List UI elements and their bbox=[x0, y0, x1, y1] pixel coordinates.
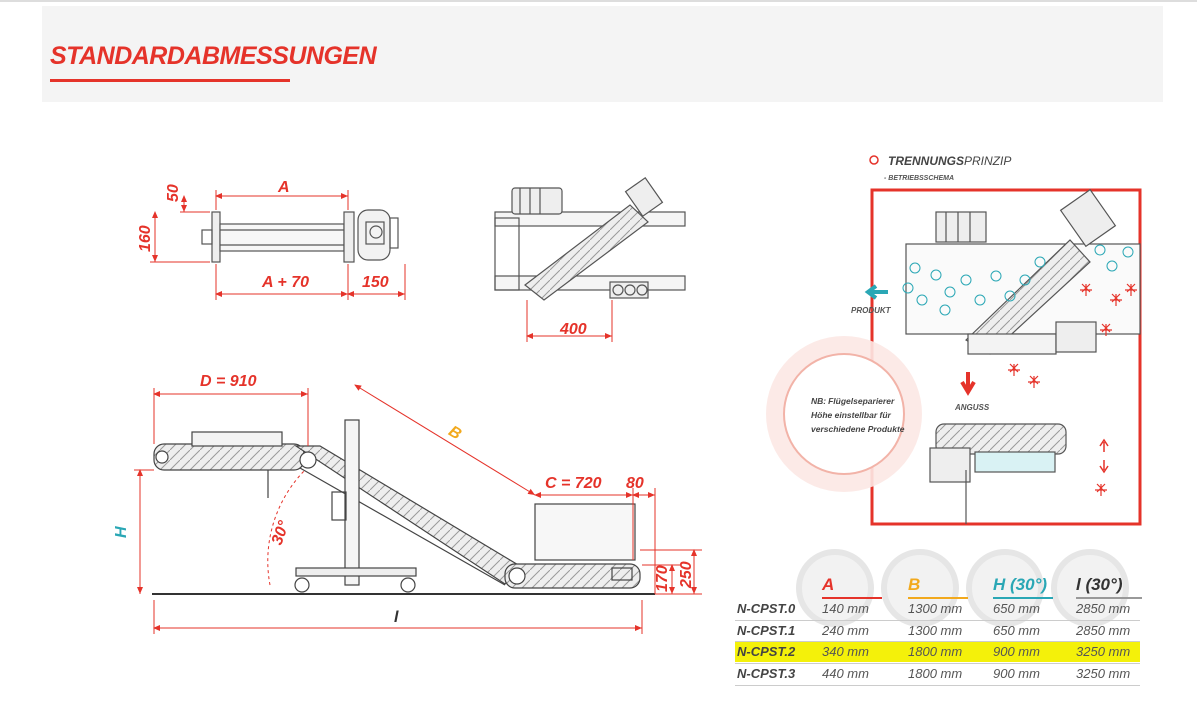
note-line3: verschiedene Produkte bbox=[811, 424, 905, 434]
row-name: N-CPST.0 bbox=[737, 601, 796, 616]
cell-h: 900 mm bbox=[993, 644, 1040, 659]
top-divider bbox=[0, 0, 1197, 2]
cell-b: 1800 mm bbox=[908, 644, 963, 659]
table-header-circles bbox=[796, 549, 1129, 627]
anguss-label: ANGUSS bbox=[954, 403, 990, 412]
svg-text:TRENNUNGSPRINZIP: TRENNUNGSPRINZIP bbox=[888, 154, 1011, 168]
cell-h: 650 mm bbox=[993, 623, 1040, 638]
cell-b: 1300 mm bbox=[908, 601, 963, 616]
col-header-l: l (30°) bbox=[1076, 575, 1123, 594]
col-header-a: A bbox=[822, 575, 835, 594]
cell-b: 1800 mm bbox=[908, 666, 963, 681]
up-arrow-icon bbox=[1099, 438, 1109, 452]
principle-title-bold: TRENNUNGS bbox=[888, 154, 964, 168]
dim-h-label: H bbox=[113, 526, 130, 538]
dim-50-label: 50 bbox=[165, 184, 182, 202]
cell-h: 650 mm bbox=[993, 601, 1040, 616]
top-mid-drawing bbox=[494, 176, 686, 301]
down-arrow-icon bbox=[1099, 460, 1109, 474]
underline-h bbox=[993, 597, 1053, 599]
cell-h: 900 mm bbox=[993, 666, 1040, 681]
cell-b: 1300 mm bbox=[908, 623, 963, 638]
dim-170-label: 170 bbox=[654, 565, 671, 592]
note-bold: NB: bbox=[811, 396, 826, 406]
dim-c-label: C = 720 bbox=[545, 475, 602, 492]
dim-l-label: l bbox=[394, 609, 399, 626]
top-left-drawing bbox=[201, 209, 399, 263]
row-name: N-CPST.3 bbox=[737, 666, 796, 681]
side-view-drawing bbox=[152, 419, 655, 595]
underline-a bbox=[822, 597, 882, 599]
cell-a: 140 mm bbox=[822, 601, 869, 616]
cell-l: 3250 mm bbox=[1076, 666, 1131, 681]
row-divider bbox=[735, 685, 1140, 686]
row-name: N-CPST.2 bbox=[737, 644, 796, 659]
principle-panel: TRENNUNGSPRINZIP - BETRIEBSSCHEMA bbox=[851, 154, 1142, 526]
dim-80-label: 80 bbox=[626, 475, 644, 492]
cell-a: 240 mm bbox=[822, 623, 869, 638]
cell-l: 2850 mm bbox=[1076, 601, 1131, 616]
top-left-dimensions bbox=[150, 190, 406, 300]
highlighted-row-band bbox=[735, 642, 1140, 662]
dim-160-label: 160 bbox=[137, 225, 154, 252]
row-divider bbox=[735, 641, 1140, 642]
svg-text:NB:Flügelseparierer: NB:Flügelseparierer bbox=[811, 396, 895, 406]
page-title: STANDARDABMESSUNGEN bbox=[50, 42, 377, 70]
dim-250-label: 250 bbox=[678, 561, 695, 589]
dim-d-label: D = 910 bbox=[200, 373, 257, 390]
dim-30-label: 30° bbox=[269, 518, 293, 547]
dim-a-label: A bbox=[277, 179, 290, 196]
col-header-h: H (30°) bbox=[993, 575, 1048, 594]
dim-b-label: B bbox=[445, 423, 464, 444]
row-divider bbox=[735, 620, 1140, 621]
anguss-arrow-icon bbox=[960, 372, 976, 396]
note-line1: Flügelseparierer bbox=[828, 396, 895, 406]
dim-a70-label: A + 70 bbox=[261, 274, 309, 291]
underline-b bbox=[908, 597, 968, 599]
bullet-icon bbox=[869, 155, 879, 165]
row-name: N-CPST.1 bbox=[737, 623, 796, 638]
top-mid-dimensions bbox=[526, 300, 613, 342]
col-header-b: B bbox=[908, 575, 921, 594]
underline-l bbox=[1076, 597, 1142, 599]
cell-a: 340 mm bbox=[822, 644, 869, 659]
row-divider bbox=[735, 663, 1140, 664]
header-band bbox=[42, 6, 1163, 102]
dim-400-label: 400 bbox=[559, 321, 587, 338]
principle-title-rest: PRINZIP bbox=[964, 154, 1011, 168]
cell-a: 440 mm bbox=[822, 666, 869, 681]
note-circle: NB:Flügelseparierer Höhe einstellbar für… bbox=[766, 336, 922, 492]
cell-l: 3250 mm bbox=[1076, 644, 1131, 659]
produkt-label: PRODUKT bbox=[851, 306, 892, 315]
side-view-dimensions bbox=[134, 384, 702, 634]
principle-subtitle: - BETRIEBSSCHEMA bbox=[884, 175, 954, 182]
produkt-arrow-icon bbox=[864, 284, 888, 300]
title-underline bbox=[50, 79, 290, 82]
note-line2: Höhe einstellbar für bbox=[811, 410, 892, 420]
dim-150-label: 150 bbox=[362, 274, 389, 291]
cell-l: 2850 mm bbox=[1076, 623, 1131, 638]
